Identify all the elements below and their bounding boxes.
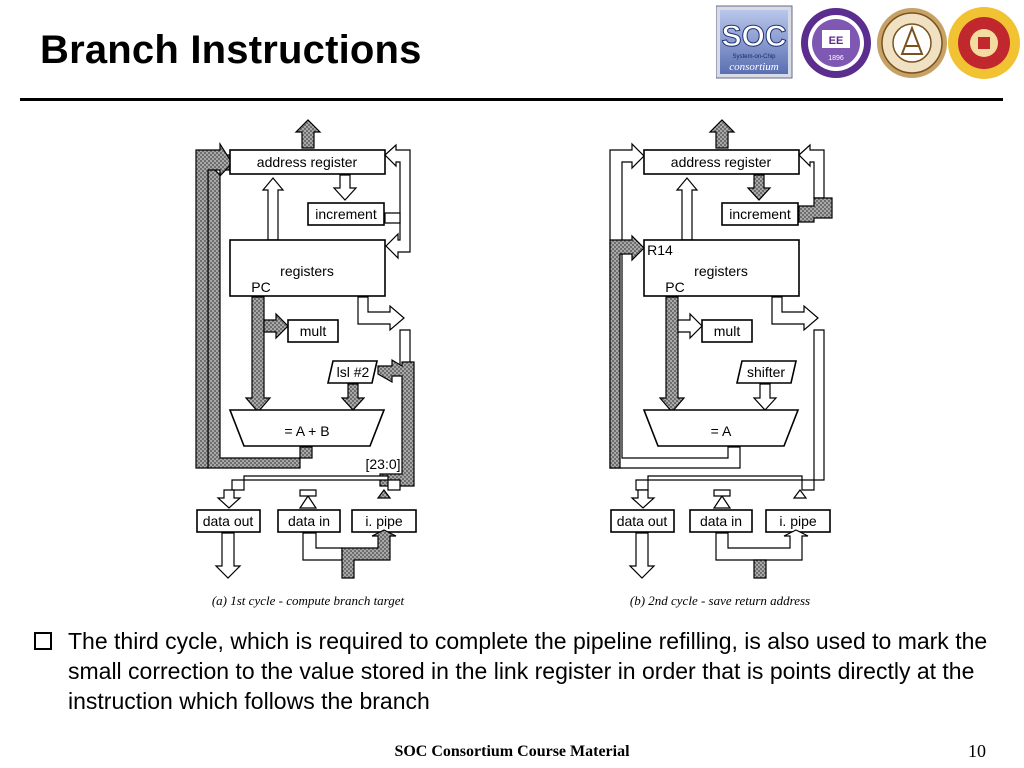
b-increment-label: increment bbox=[729, 206, 791, 222]
b-mult bbox=[701, 319, 753, 343]
b-reg-out-b bbox=[771, 296, 819, 332]
footer: SOC Consortium Course Material bbox=[394, 743, 630, 760]
b-increment bbox=[721, 202, 799, 226]
purple-seal-logo: EE 1896 bbox=[801, 8, 871, 78]
red-seal-logo bbox=[948, 7, 1020, 79]
b-registers-label: registers bbox=[694, 263, 748, 279]
a-alu bbox=[228, 409, 386, 447]
b-shifter-label: shifter bbox=[747, 364, 785, 380]
b-shifter bbox=[735, 360, 798, 384]
a-pc-label: PC bbox=[251, 279, 270, 295]
purple-seal-text: EE bbox=[829, 35, 844, 47]
a-shifter-label: lsl #2 bbox=[337, 364, 370, 380]
a-data-out-label: data out bbox=[203, 513, 254, 529]
b-r14-label: R14 bbox=[647, 242, 673, 258]
a-left-loop-bus-outer bbox=[195, 141, 233, 469]
b-right-feedback-wire bbox=[798, 143, 825, 199]
a-data-out bbox=[196, 509, 261, 533]
soc-logo-small: System-on-Chip bbox=[732, 54, 776, 60]
soc-logo-text: SOC bbox=[721, 20, 786, 53]
soc-logo-sub: consortium bbox=[729, 61, 779, 73]
a-address-out-arrow bbox=[294, 119, 322, 149]
a-mult-label: mult bbox=[300, 323, 327, 339]
a-data-in-label: data in bbox=[288, 513, 330, 529]
logo-strip: SOC System-on-Chip consortium EE 1896 bbox=[715, 4, 1022, 82]
b-to-mult-wire bbox=[677, 312, 703, 340]
a-address-register bbox=[229, 149, 386, 175]
b-caption: (b) 2nd cycle - save return address bbox=[630, 593, 810, 608]
a-ipipe-bottom-bus bbox=[341, 529, 397, 579]
a-dataout-in-arrow bbox=[216, 489, 242, 509]
bullet-text: The third cycle, which is required to co… bbox=[68, 628, 988, 714]
a-registers-label: registers bbox=[280, 263, 334, 279]
a-ipipe-to-shifter-bus bbox=[377, 358, 415, 487]
page-title: Branch Instructions bbox=[40, 28, 422, 72]
b-left-loop-wire bbox=[609, 142, 741, 469]
a-shifter-to-alu-bus bbox=[340, 383, 366, 411]
b-address-out-arrow bbox=[708, 119, 736, 149]
b-shifter-to-alu bbox=[752, 383, 778, 411]
diagram-a: address register increment registers PC … bbox=[195, 119, 417, 608]
a-pc-to-alu-bus bbox=[244, 296, 272, 413]
logos-svg: SOC System-on-Chip consortium EE 1896 bbox=[715, 5, 1020, 79]
a-ipipe-up bbox=[376, 489, 392, 499]
a-datain-up bbox=[298, 494, 318, 509]
a-i-pipe-label: i. pipe bbox=[365, 513, 403, 529]
b-ipipe-bottom-bus bbox=[753, 559, 767, 579]
a-increment-label: increment bbox=[315, 206, 377, 222]
b-datain-up bbox=[712, 494, 732, 509]
b-right-vert bbox=[813, 329, 825, 481]
a-bottom-wire bbox=[231, 475, 401, 491]
a-datain-bottom bbox=[302, 532, 343, 561]
b-data-out bbox=[610, 509, 675, 533]
a-shifter bbox=[326, 360, 379, 384]
diagram-b: address register increment R14 registers… bbox=[609, 119, 833, 608]
a-alu-label: = A + B bbox=[284, 423, 329, 439]
b-data-in bbox=[689, 509, 753, 533]
a-reg-to-addr-arrow bbox=[261, 177, 285, 241]
soc-logo: SOC System-on-Chip consortium bbox=[715, 5, 793, 79]
b-addr-to-inc-arrow bbox=[746, 174, 772, 201]
b-i-pipe-label: i. pipe bbox=[779, 513, 817, 529]
b-alu-label: = A bbox=[711, 423, 732, 439]
title-divider bbox=[20, 98, 1003, 101]
b-address-register-label: address register bbox=[671, 154, 772, 170]
a-caption: (a) 1st cycle - compute branch target bbox=[212, 593, 405, 608]
a-inc-out-wire bbox=[384, 212, 401, 224]
b-address-register bbox=[643, 149, 800, 175]
b-bottom-wire bbox=[635, 475, 815, 491]
page-number: 10 bbox=[968, 741, 986, 761]
b-reg-to-addr-arrow bbox=[675, 177, 699, 241]
bullet-checkbox-icon bbox=[34, 632, 52, 650]
b-registers bbox=[643, 239, 800, 297]
b-inc-out-bus bbox=[798, 197, 833, 223]
a-data-in bbox=[277, 509, 341, 533]
b-pc-label: PC bbox=[665, 279, 684, 295]
a-mult bbox=[287, 319, 339, 343]
a-addr-to-inc-arrow bbox=[332, 174, 358, 201]
a-address-register-label: address register bbox=[257, 154, 358, 170]
b-data-out-label: data out bbox=[617, 513, 668, 529]
a-datain-stub bbox=[299, 489, 317, 497]
b-datain-stub bbox=[713, 489, 731, 497]
brown-seal-logo bbox=[877, 8, 947, 78]
b-alu bbox=[642, 409, 800, 447]
a-bits-label: [23:0] bbox=[365, 456, 400, 472]
b-data-in-label: data in bbox=[700, 513, 742, 529]
a-right-feedback-wire bbox=[384, 143, 411, 260]
b-pc-to-alu-bus bbox=[658, 296, 686, 413]
b-ipipe-up bbox=[792, 489, 808, 499]
purple-seal-year: 1896 bbox=[828, 55, 844, 62]
a-reg-out-b bbox=[357, 296, 405, 332]
b-dataout-down bbox=[628, 532, 656, 579]
b-dataout-in-arrow bbox=[630, 489, 656, 509]
a-dataout-down bbox=[214, 532, 242, 579]
b-datain-bottom bbox=[715, 529, 809, 561]
a-to-mult-bus bbox=[263, 312, 289, 340]
b-r14-in-bus bbox=[609, 234, 645, 469]
a-registers bbox=[229, 239, 386, 297]
a-increment bbox=[307, 202, 385, 226]
b-mult-label: mult bbox=[714, 323, 741, 339]
